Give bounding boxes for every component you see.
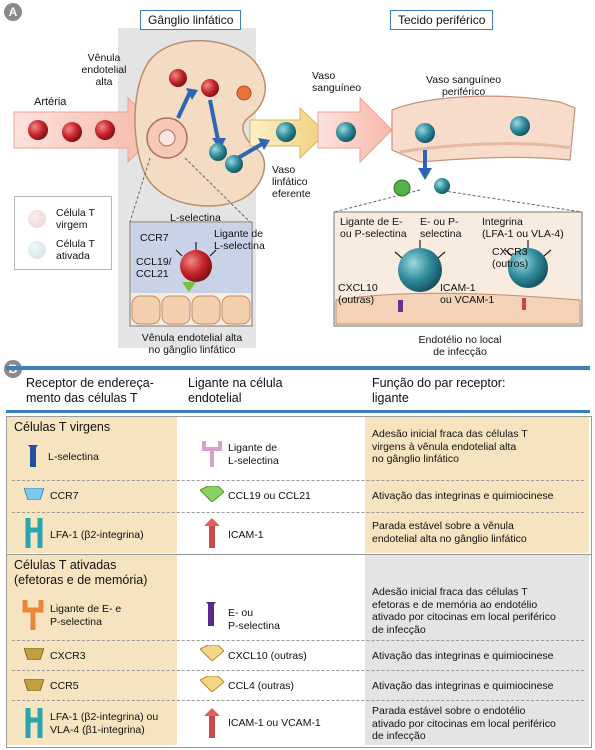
ep-selectin-label: E- ou P-selectina — [420, 216, 462, 240]
panel-b-top-rule — [6, 366, 590, 370]
cxcl10-icon — [200, 645, 224, 661]
l-selectin-ligand-icon — [202, 441, 222, 467]
ccl19-ccl21-icon — [200, 486, 224, 502]
icam1-vcam1-icon — [204, 708, 220, 738]
panel-b-header-rule — [6, 410, 590, 413]
naive-row2-function: Ativação das integrinas e quimiocinese — [372, 490, 554, 502]
ccr7-label: CCR7 — [140, 232, 169, 244]
lymph-node-title: Gânglio linfático — [140, 10, 242, 30]
ep-selectin-ligand-icon — [22, 600, 44, 630]
naive-section-title: Células T virgens — [14, 420, 111, 434]
l-selectin-icon — [28, 445, 38, 467]
header-function: Função do par receptor:ligante — [372, 376, 506, 405]
panel-a-badge: A — [4, 3, 22, 21]
ccr7-icon — [24, 488, 44, 500]
l-selectin-label: L-selectina — [170, 212, 221, 224]
activated-row2-function: Ativação das integrinas e quimiocinese — [372, 650, 554, 662]
naive-row2-ligand: CCL19 ou CCL21 — [228, 490, 311, 502]
activated-row4-ligand: ICAM-1 ou VCAM-1 — [228, 717, 321, 729]
cxcr3-label: CXCR3(outros) — [492, 246, 529, 270]
ccl4-icon — [200, 676, 224, 692]
lfa1-icon — [25, 518, 43, 548]
ep-selectin-ligand-label: Ligante de E-ou P-selectina — [340, 216, 407, 240]
icam1-icon — [204, 518, 220, 548]
cxcl10-label: CXCL10(outras) — [338, 282, 378, 306]
hev-endothelium — [131, 295, 251, 325]
peripheral-tissue-title: Tecido periférico — [390, 10, 494, 30]
cell-legend — [14, 196, 112, 270]
ep-selectin-icon — [206, 602, 216, 626]
activated-section-title: Células T ativadas(efetoras e de memória… — [14, 558, 148, 587]
naive-row1-receptor: L-selectina — [48, 451, 99, 463]
ccr5-icon — [24, 679, 44, 691]
ccl19-ccl21-label: CCL19/CCL21 — [136, 256, 172, 280]
activated-row3-ligand: CCL4 (outras) — [228, 680, 294, 692]
naive-row3-receptor: LFA-1 (β2-integrina) — [50, 529, 144, 541]
activated-row2-receptor: CXCR3 — [50, 650, 86, 662]
panel-a-illustration — [13, 28, 585, 348]
naive-row3-ligand: ICAM-1 — [228, 529, 264, 541]
integrin-label: Integrina(LFA-1 ou VLA-4) — [482, 216, 564, 240]
artery-label: Artéria — [34, 96, 67, 108]
naive-row2-receptor: CCR7 — [50, 490, 79, 502]
lfa1-vla4-icon — [25, 708, 43, 738]
cxcr3-icon — [24, 648, 44, 660]
naive-t-cells — [28, 69, 219, 282]
activated-row2-ligand: CXCL10 (outras) — [228, 650, 307, 662]
activated-row3-function: Ativação das integrinas e quimiocinese — [372, 680, 554, 692]
header-receptor: Receptor de endereça-mento das células T — [26, 376, 154, 405]
activated-row3-receptor: CCR5 — [50, 680, 79, 692]
